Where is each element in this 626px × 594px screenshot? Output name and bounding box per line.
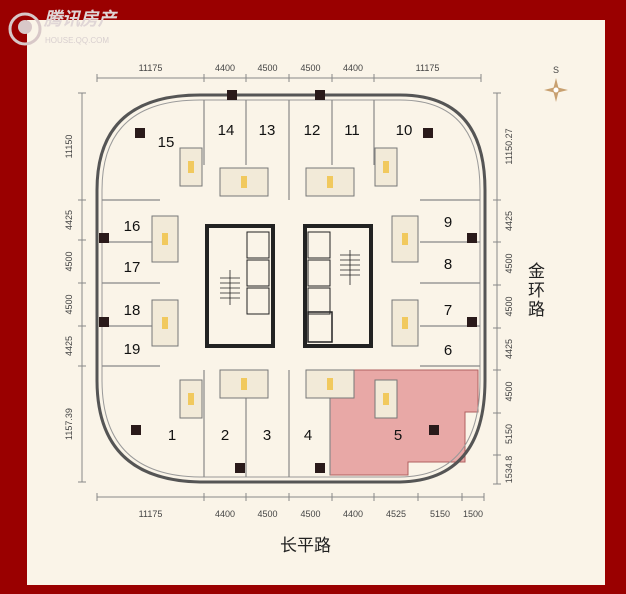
column xyxy=(467,233,477,243)
dim-right-label: 4425 xyxy=(504,211,514,231)
dim-bottom-label: 5150 xyxy=(430,509,450,519)
watermark-icon xyxy=(8,12,42,46)
unit-number-1[interactable]: 1 xyxy=(168,427,176,444)
unit-number-16[interactable]: 16 xyxy=(124,218,141,235)
fixture xyxy=(402,317,408,329)
unit-number-15[interactable]: 15 xyxy=(158,134,175,151)
dim-top-label: 4500 xyxy=(300,63,320,73)
fixture xyxy=(162,317,168,329)
fixture xyxy=(383,161,389,173)
columns xyxy=(99,90,477,473)
unit-number-9[interactable]: 9 xyxy=(444,214,452,231)
column xyxy=(99,317,109,327)
unit-number-3[interactable]: 3 xyxy=(263,427,271,444)
unit-number-12[interactable]: 12 xyxy=(304,122,321,139)
fixture xyxy=(327,176,333,188)
unit-number-13[interactable]: 13 xyxy=(259,122,276,139)
unit-5-highlight[interactable] xyxy=(329,369,479,476)
column xyxy=(467,317,477,327)
building-outline xyxy=(95,93,487,484)
column xyxy=(235,463,245,473)
dim-right-label: 5150 xyxy=(504,424,514,444)
compass-icon xyxy=(544,78,568,102)
dim-left-label: 4425 xyxy=(64,210,74,230)
dim-bottom-label: 11175 xyxy=(139,509,163,519)
bathrooms xyxy=(151,147,419,419)
column xyxy=(315,90,325,100)
dim-right-label: 4500 xyxy=(504,381,514,401)
dim-top-label: 4400 xyxy=(343,63,363,73)
fixture xyxy=(188,393,194,405)
unit-number-2[interactable]: 2 xyxy=(221,427,229,444)
dim-bottom-label: 4500 xyxy=(300,509,320,519)
dim-bottom-label: 4525 xyxy=(386,509,406,519)
core-left xyxy=(205,224,275,348)
dim-right-label: 4425 xyxy=(504,339,514,359)
fixture xyxy=(327,378,333,390)
dim-right-label: 4500 xyxy=(504,296,514,316)
dim-left-label: 11150 xyxy=(64,135,74,159)
road-label-right: 金环路 xyxy=(524,262,544,319)
fixture xyxy=(383,393,389,405)
fixture xyxy=(162,233,168,245)
dim-top-label: 4500 xyxy=(257,63,277,73)
dim-left-label: 4500 xyxy=(64,251,74,271)
dim-top-label: 11175 xyxy=(139,63,163,73)
floor-plan-paper xyxy=(27,20,605,585)
column xyxy=(99,233,109,243)
dim-top-label: 11175 xyxy=(416,63,440,73)
dim-bottom-label: 4500 xyxy=(257,509,277,519)
dim-bottom-label: 4400 xyxy=(343,509,363,519)
fixture xyxy=(402,233,408,245)
watermark-brand: 腾讯房产 xyxy=(44,9,116,30)
unit-number-18[interactable]: 18 xyxy=(124,302,141,319)
unit-number-14[interactable]: 14 xyxy=(218,122,235,139)
column xyxy=(227,90,237,100)
building-inner-outline xyxy=(101,99,481,478)
column xyxy=(315,463,325,473)
unit-number-4[interactable]: 4 xyxy=(304,427,312,444)
unit-number-6[interactable]: 6 xyxy=(444,342,452,359)
fixture xyxy=(241,176,247,188)
dim-right-label: 4500 xyxy=(504,253,514,273)
watermark-logo: 腾讯房产 HOUSE.QQ.COM xyxy=(8,10,128,54)
watermark-url: HOUSE.QQ.COM xyxy=(45,36,110,45)
core-right xyxy=(303,224,373,348)
compass-label: S xyxy=(553,65,559,75)
dim-left-label: 4425 xyxy=(64,336,74,356)
unit-number-5[interactable]: 5 xyxy=(394,427,402,444)
fixture xyxy=(188,161,194,173)
column xyxy=(423,128,433,138)
dim-right-label: 1534.8 xyxy=(504,456,514,484)
column xyxy=(135,128,145,138)
fixture xyxy=(241,378,247,390)
dim-top-label: 4400 xyxy=(215,63,235,73)
unit-number-11[interactable]: 11 xyxy=(344,122,360,139)
column xyxy=(131,425,141,435)
unit-number-8[interactable]: 8 xyxy=(444,256,452,273)
dim-left-label: 1157.39 xyxy=(64,408,74,440)
dim-bottom-label: 1500 xyxy=(463,509,483,519)
unit-number-7[interactable]: 7 xyxy=(444,302,452,319)
dim-bottom-label: 4400 xyxy=(215,509,235,519)
dim-right-label: 11150.27 xyxy=(504,128,514,164)
unit-number-10[interactable]: 10 xyxy=(396,122,413,139)
road-label-bottom: 长平路 xyxy=(280,536,331,556)
unit-number-19[interactable]: 19 xyxy=(124,341,141,358)
dim-left-label: 4500 xyxy=(64,294,74,314)
unit-number-17[interactable]: 17 xyxy=(124,259,141,276)
column xyxy=(429,425,439,435)
